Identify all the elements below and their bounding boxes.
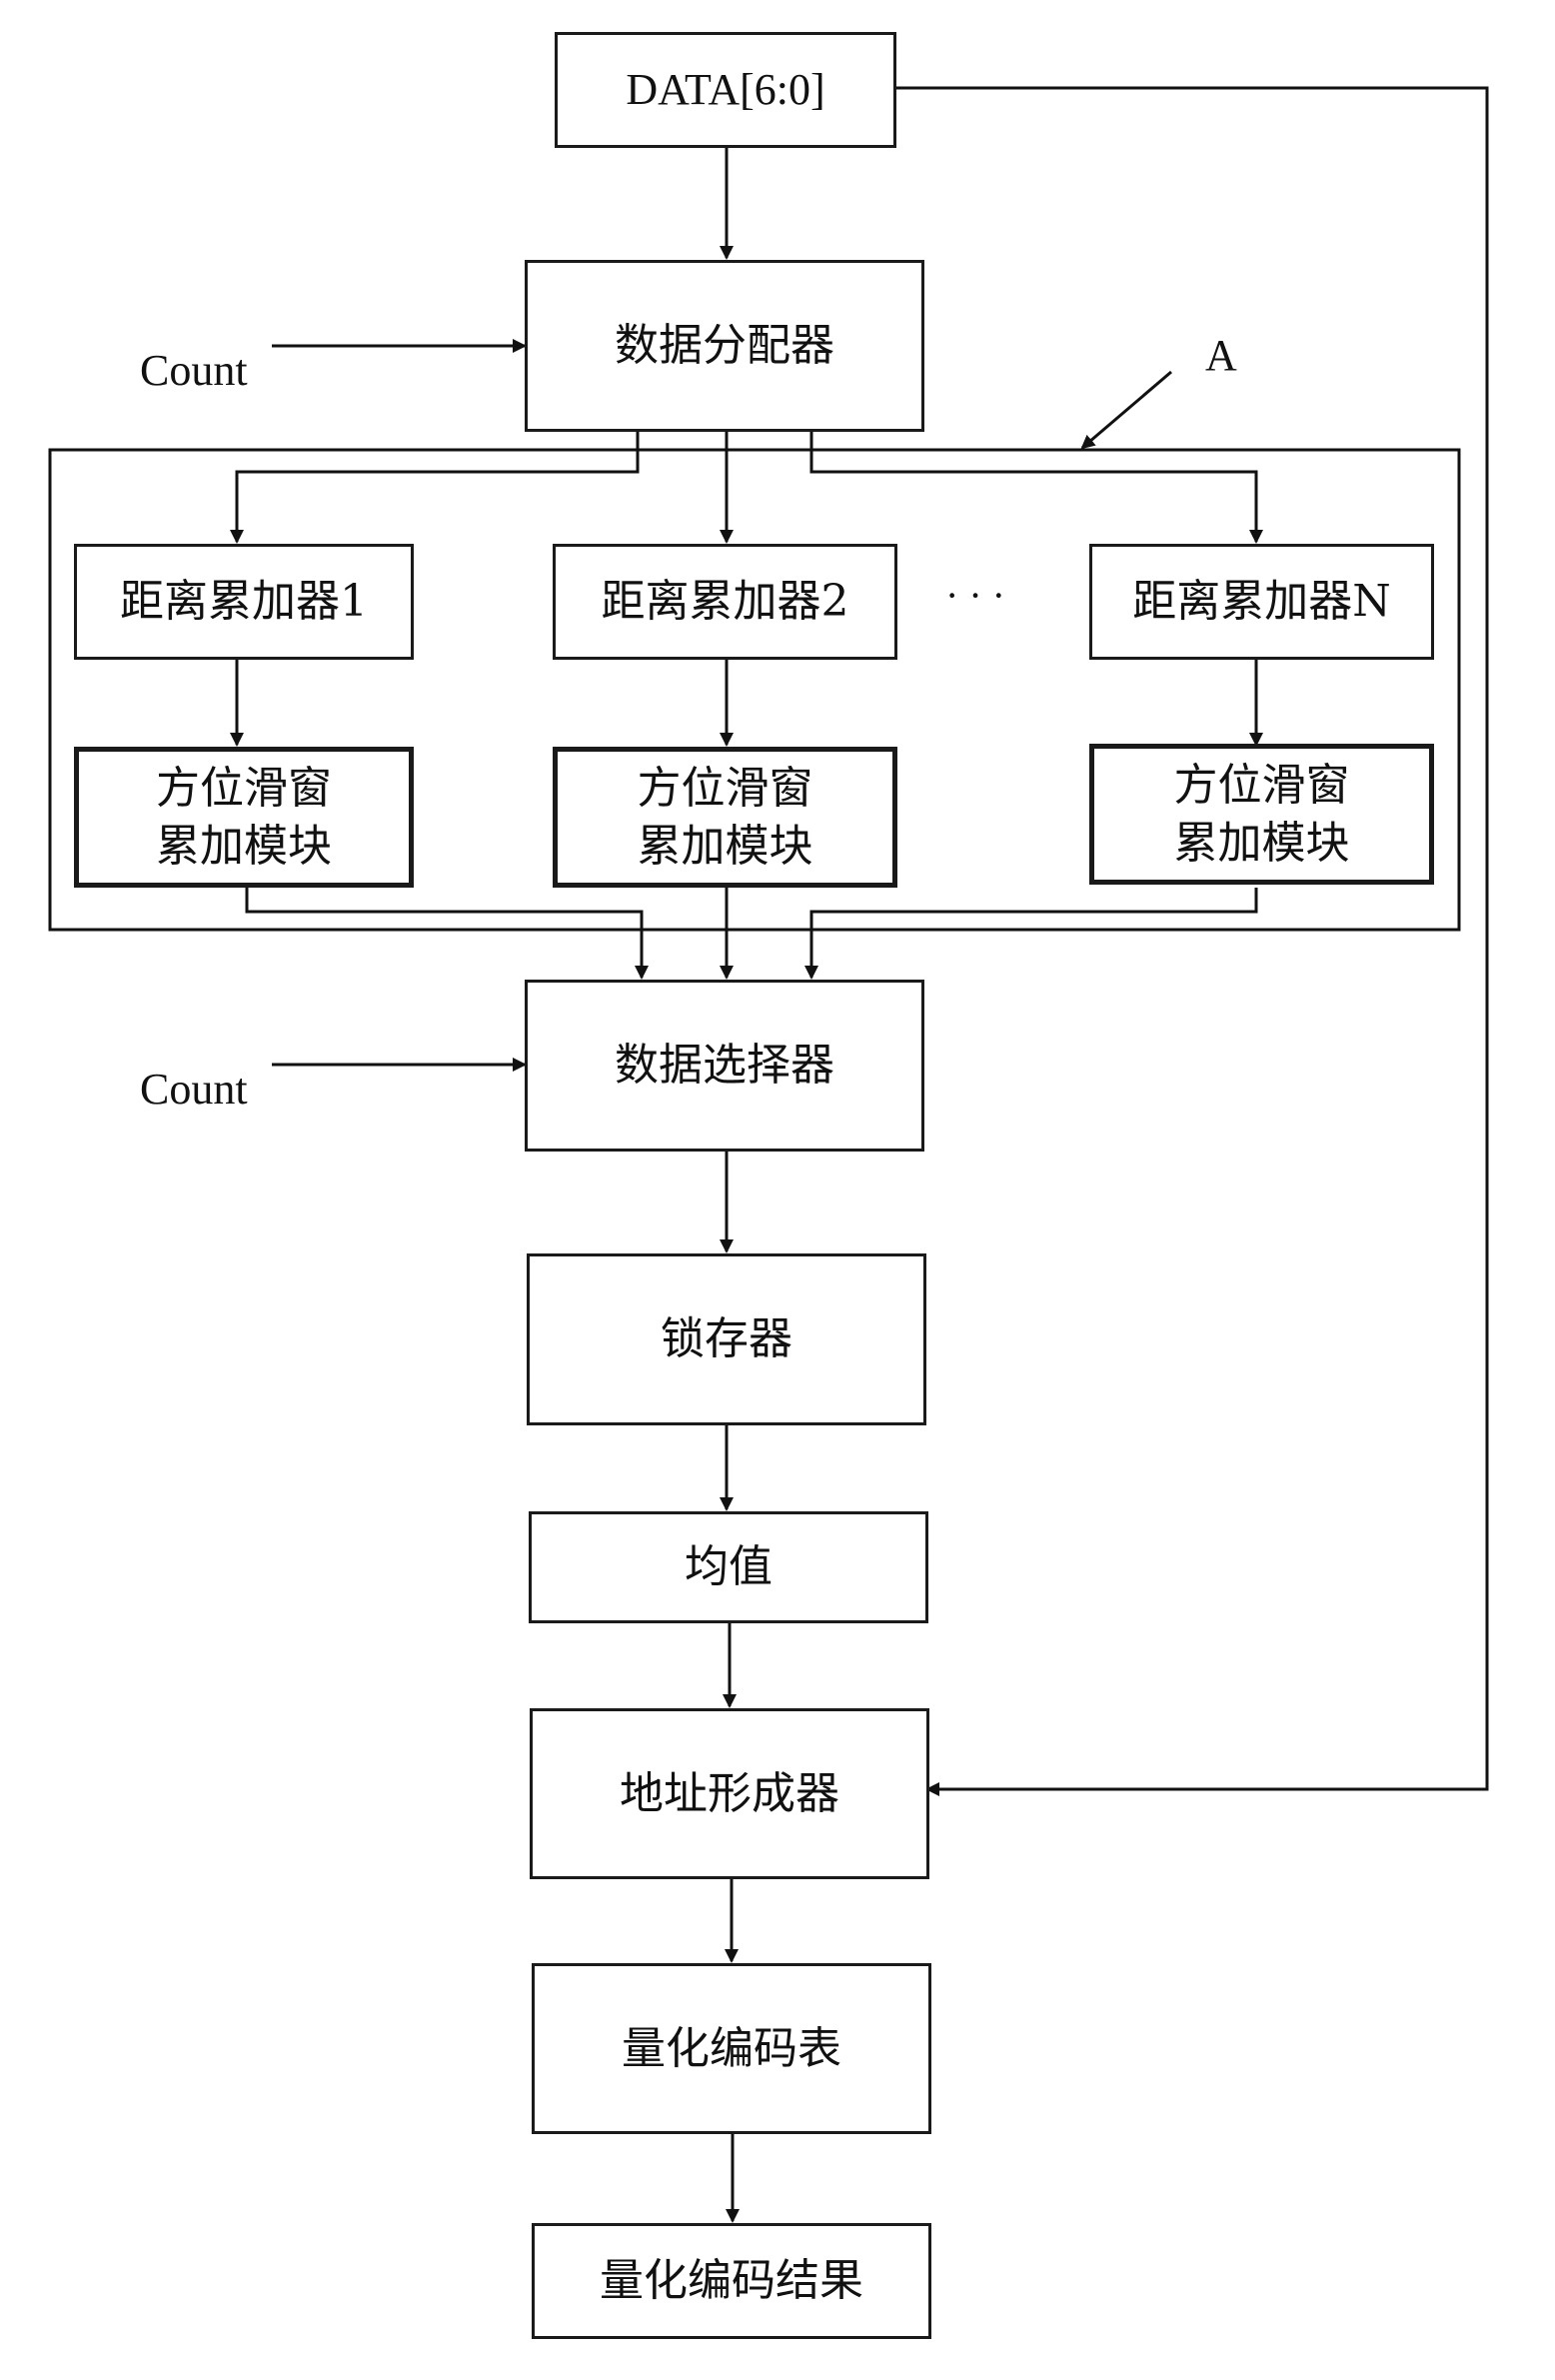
region-a-boundary [48, 448, 1461, 932]
input-data-box: DATA[6:0] [555, 32, 896, 148]
quantization-table-label: 量化编码表 [622, 2022, 841, 2074]
arrow-dist-to-accN [809, 430, 1263, 544]
ellipsis: · · · [945, 573, 1005, 618]
count-label-1: Count [140, 346, 248, 395]
mean-label: 均值 [685, 1541, 773, 1593]
window-module-n-line1: 方位滑窗 [1173, 760, 1350, 812]
window-module-1-line1: 方位滑窗 [156, 763, 332, 815]
latch-label: 锁存器 [661, 1313, 792, 1365]
window-module-1-line2: 累加模块 [156, 820, 332, 872]
window-module-n-line2: 累加模块 [1173, 817, 1350, 869]
result-label: 量化编码结果 [600, 2255, 863, 2307]
count-label-2: Count [140, 1065, 248, 1114]
mean-box: 均值 [529, 1511, 928, 1623]
accumulator-2-label: 距离累加器2 [601, 576, 849, 628]
accumulator-n-label: 距离累加器N [1132, 576, 1391, 628]
window-module-n-box: 方位滑窗 累加模块 [1089, 744, 1434, 885]
data-distributor-label: 数据分配器 [615, 320, 834, 372]
window-module-1-box: 方位滑窗 累加模块 [74, 747, 414, 888]
input-data-label: DATA[6:0] [626, 65, 825, 115]
window-module-2-box: 方位滑窗 累加模块 [553, 747, 897, 888]
arrow-region-a [1080, 370, 1172, 450]
arrow-data-to-address [894, 86, 1489, 1796]
result-box: 量化编码结果 [532, 2223, 931, 2339]
accumulator-2-box: 距离累加器2 [553, 544, 897, 660]
address-generator-label: 地址形成器 [620, 1767, 839, 1819]
arrow-win1-to-selector [245, 888, 649, 980]
accumulator-1-label: 距离累加器1 [120, 576, 368, 628]
data-selector-label: 数据选择器 [615, 1040, 834, 1092]
quantization-table-box: 量化编码表 [532, 1963, 931, 2134]
data-distributor-box: 数据分配器 [525, 260, 924, 432]
latch-box: 锁存器 [527, 1253, 926, 1425]
address-generator-box: 地址形成器 [530, 1708, 929, 1879]
accumulator-n-box: 距离累加器N [1089, 544, 1434, 660]
window-module-2-line2: 累加模块 [637, 820, 813, 872]
data-selector-box: 数据选择器 [525, 980, 924, 1152]
arrow-winN-to-selector [804, 888, 1258, 980]
window-module-2-line1: 方位滑窗 [637, 763, 813, 815]
accumulator-1-box: 距离累加器1 [74, 544, 414, 660]
arrow-dist-to-acc1 [230, 430, 640, 544]
region-a-label: A [1205, 331, 1237, 380]
